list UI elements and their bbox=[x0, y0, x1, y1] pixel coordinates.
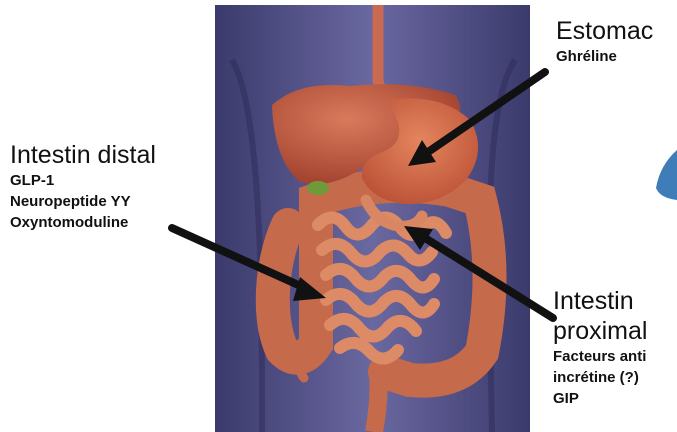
label-proximal-title-1: Intestin bbox=[553, 286, 647, 316]
blue-shape-icon bbox=[656, 150, 677, 200]
label-stomach-hormone: Ghréline bbox=[556, 46, 653, 67]
label-proximal: Intestin proximal Facteurs anti incrétin… bbox=[553, 286, 647, 409]
label-proximal-title-2: proximal bbox=[553, 316, 647, 346]
label-stomach-title: Estomac bbox=[556, 16, 653, 46]
appendix bbox=[299, 345, 304, 378]
label-proximal-hormone-2: incrétine (?) bbox=[553, 367, 647, 388]
label-distal: Intestin distal GLP-1 Neuropeptide YY Ox… bbox=[10, 140, 156, 233]
label-proximal-hormone-3: GIP bbox=[553, 388, 647, 409]
label-distal-hormone-2: Neuropeptide YY bbox=[10, 191, 156, 212]
label-stomach: Estomac Ghréline bbox=[556, 16, 653, 67]
rectum bbox=[374, 372, 379, 432]
gallbladder bbox=[307, 181, 329, 195]
anatomy-illustration bbox=[215, 5, 530, 432]
label-proximal-hormone-1: Facteurs anti bbox=[553, 346, 647, 367]
label-distal-title: Intestin distal bbox=[10, 140, 156, 170]
label-distal-hormone-1: GLP-1 bbox=[10, 170, 156, 191]
label-distal-hormone-3: Oxyntomoduline bbox=[10, 212, 156, 233]
